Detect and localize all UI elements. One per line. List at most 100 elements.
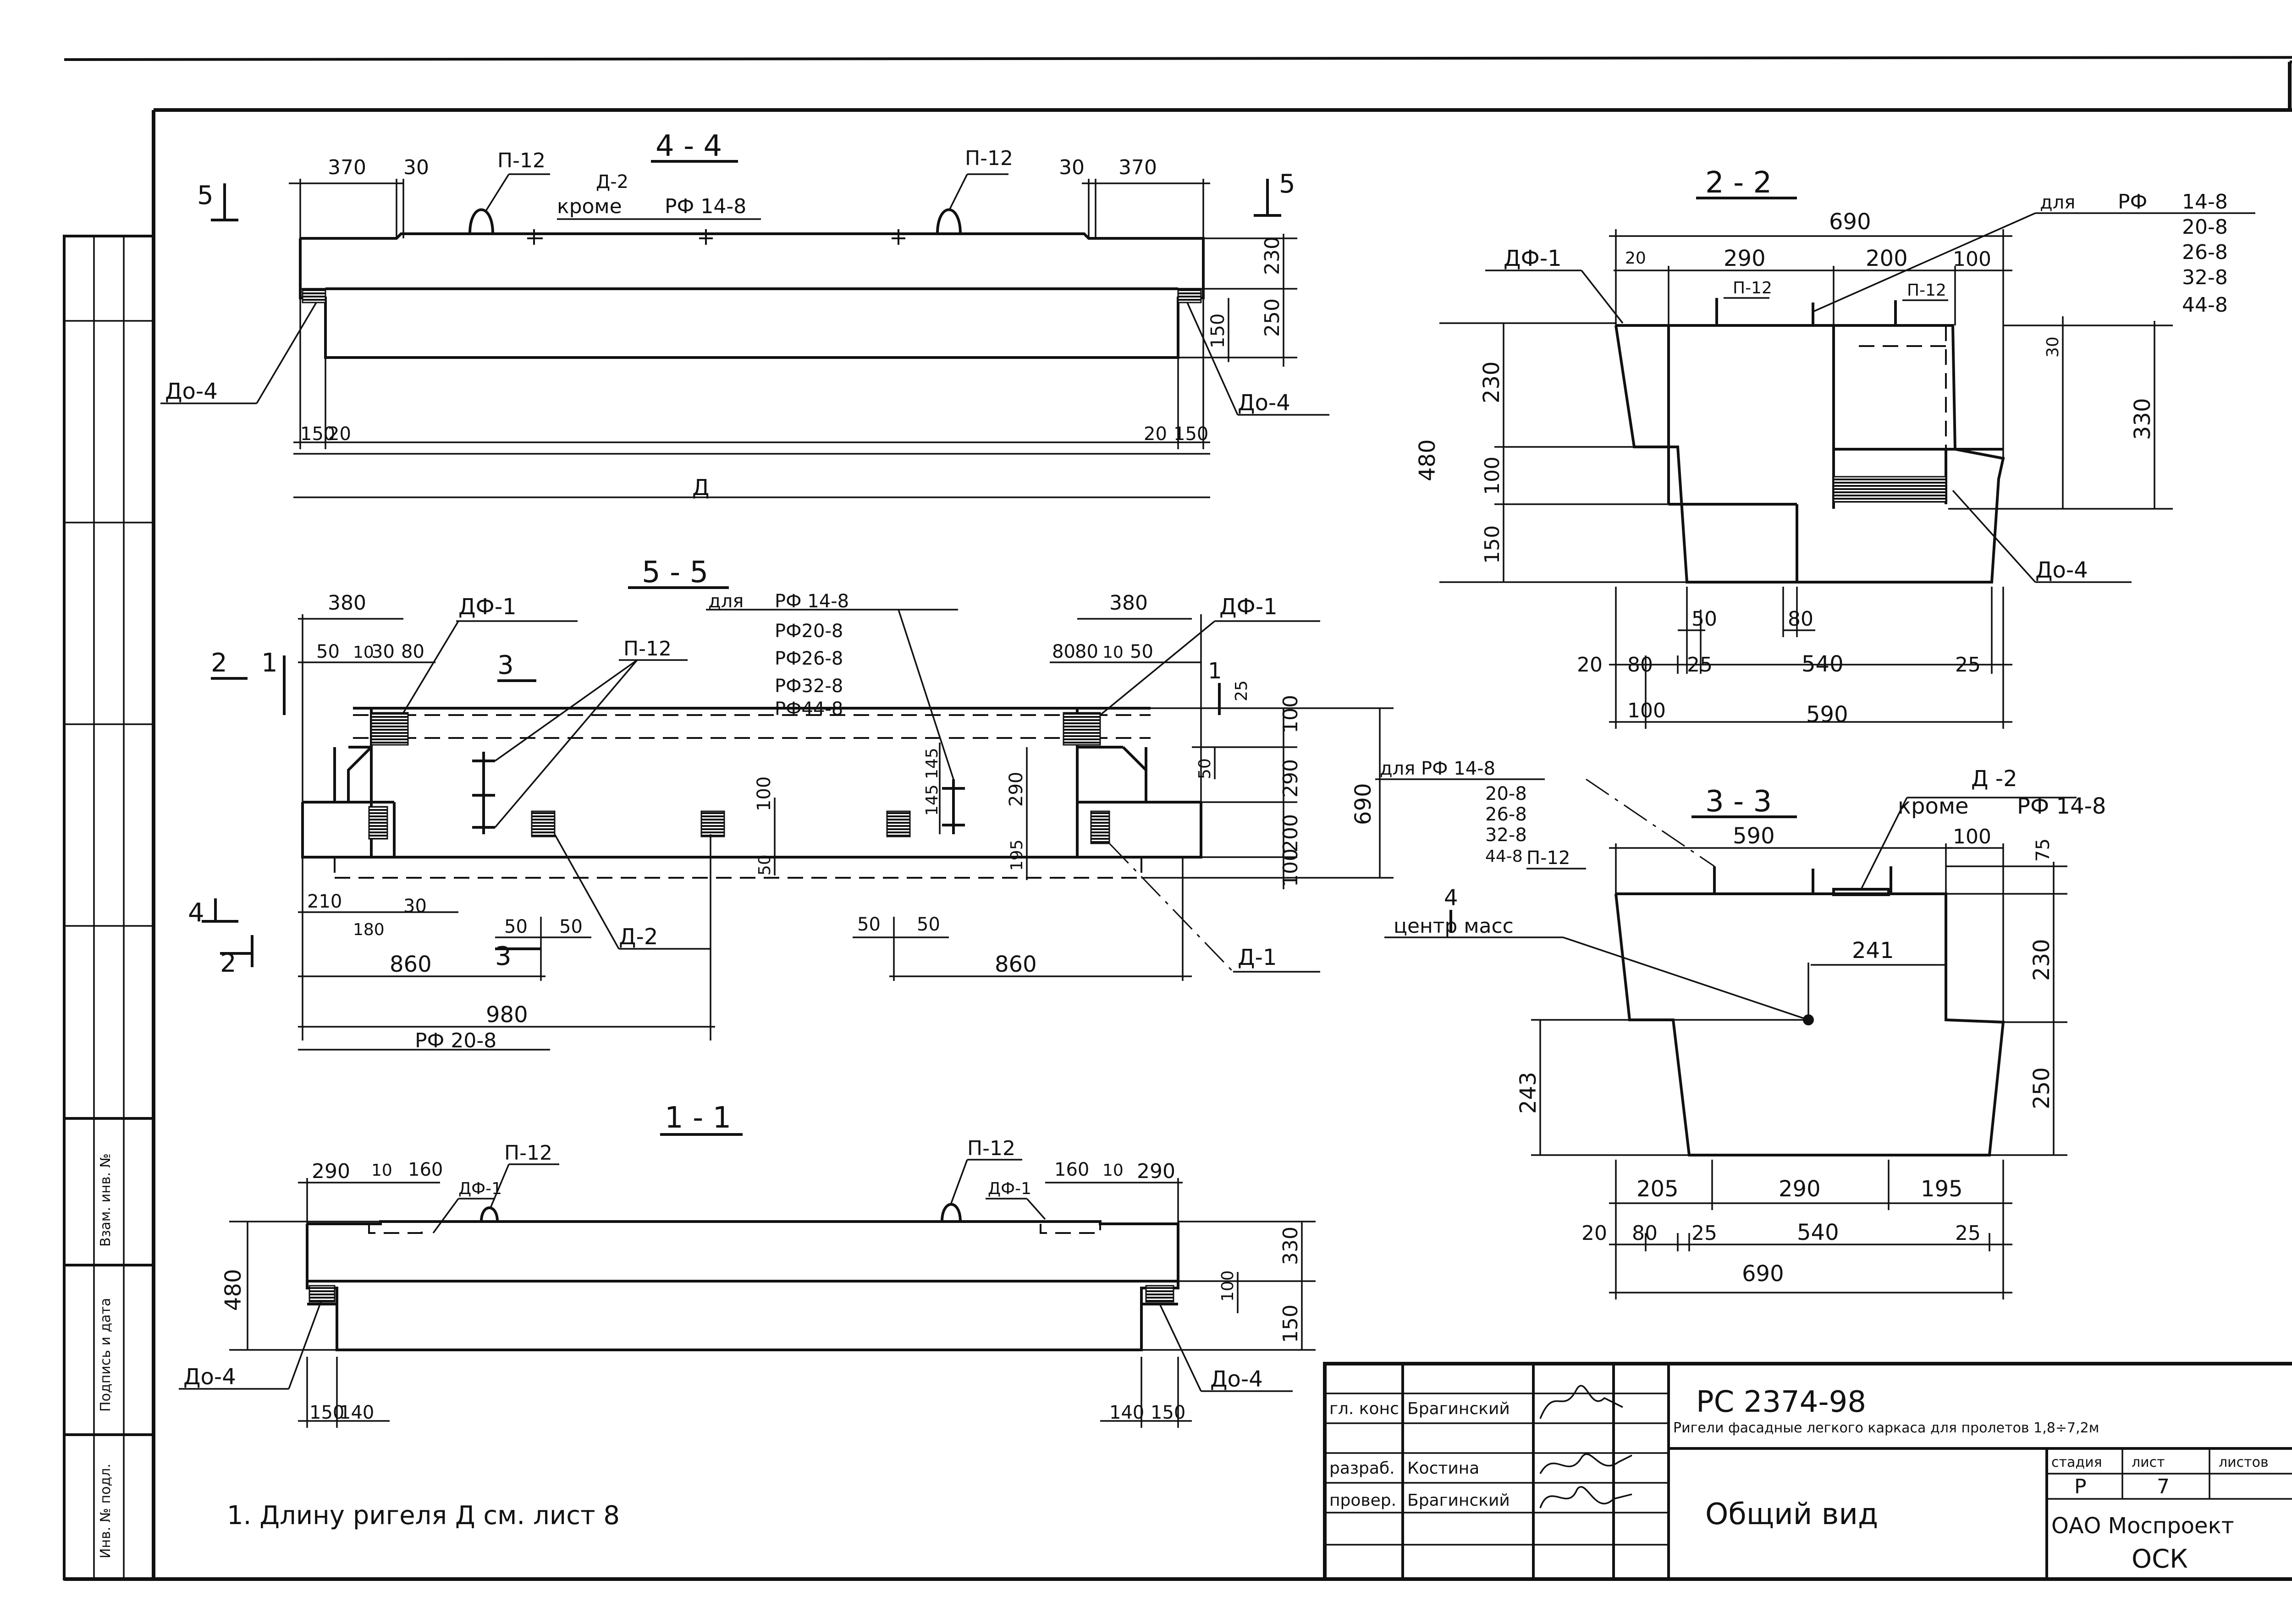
s44-krome: кроме [557,195,622,218]
s55-dim-50e: 50 [504,916,528,937]
s55-cut4: 4 [188,898,204,928]
signature-1 [1539,1385,1623,1419]
s33-rf448: 44-8 [1485,847,1523,866]
s22-dim-20: 20 [1625,249,1646,268]
s33-dim-690: 690 [1742,1261,1784,1287]
s33-dim-241: 241 [1852,938,1894,963]
s44-p12-left: П-12 [497,149,545,172]
tb-role-2: разраб. [1329,1459,1395,1478]
title-block: гл. конс Брагинский разраб. Костина пров… [1323,1362,2292,1581]
s11-dim-10a: 10 [371,1161,392,1180]
s55-dim-50c: 50 [1196,758,1214,779]
s22-rf268: 26-8 [2182,241,2228,264]
s22-dim-230: 230 [1479,361,1504,403]
s55-dim-50h: 50 [917,914,940,935]
s33-dim-230: 230 [2029,939,2055,981]
s55-dim-50b: 50 [1130,641,1153,662]
s33-dim-540: 540 [1797,1220,1839,1245]
s55-rf208: РФ20-8 [775,621,843,642]
s11-do4-left: До-4 [183,1364,236,1390]
s55-dim-30b: 30 [403,896,427,917]
s55-dim-50a: 50 [316,641,340,662]
s55-d2: Д-2 [619,924,658,950]
signature-2 [1539,1453,1632,1474]
tb-v-stage: Р [2074,1475,2087,1498]
s55-dim-860a: 860 [390,952,432,977]
s44-dim-150v: 150 [1207,314,1229,348]
s55-dim-210: 210 [307,891,342,912]
s33-dim-243: 243 [1515,1072,1541,1114]
s55-cut3: 3 [497,650,514,680]
s11-p12-left: П-12 [504,1141,552,1165]
s22-rf208: 20-8 [2182,215,2228,239]
s11-dim-140b: 140 [1109,1402,1144,1423]
s22-p12-left: П-12 [1733,279,1772,297]
section-2-2: 2 - 2 П-12 П-12 для РФ 14-8 20-8 26-8 32… [1415,166,2255,729]
s55-dim-100b: 100 [1279,848,1302,887]
s22-dim-80: 80 [1788,607,1813,631]
s44-dim-30b: 30 [1059,156,1085,179]
tb-org1: ОАО Моспроект [2051,1513,2234,1539]
s55-dim-50d: 50 [755,854,774,875]
s33-p12: П-12 [1526,848,1570,869]
s22-dim-290: 290 [1724,246,1766,271]
s55-dim-80c: 80 [1075,641,1098,662]
s33-dim-100: 100 [1953,825,1991,848]
s55-dim-145a: 145 [923,748,942,779]
s22-df1: ДФ-1 [1504,246,1562,271]
s33-rf208: 20-8 [1485,783,1527,804]
s11-dim-100: 100 [1218,1270,1237,1302]
s44-dim-370a: 370 [328,156,366,179]
s11-df1-left: ДФ-1 [458,1179,502,1198]
s33-dim-75: 75 [2033,838,2054,862]
s55-df1-left: ДФ-1 [458,594,517,620]
s55-dim-25: 25 [1232,680,1251,701]
s22-dim-590: 590 [1806,702,1848,727]
s55-rf208-caption: РФ 20-8 [415,1029,496,1052]
s44-dim-length: Д [692,475,710,501]
s33-dim-25a: 25 [1691,1222,1717,1245]
tb-name-2: Костина [1407,1459,1479,1478]
s22-dim-50: 50 [1691,607,1717,631]
s44-p12-right: П-12 [965,147,1013,170]
s55-dim-290b: 290 [1006,772,1027,807]
s11-dim-150a: 150 [309,1402,344,1423]
s44-dim-30a: 30 [403,156,429,179]
s55-rf328: РФ32-8 [775,676,843,697]
s44-rf148: РФ 14-8 [665,195,746,218]
s33-dim-250: 250 [2029,1067,2055,1109]
side-stamp: Инв. № подл. Подпись и дата Взам. инв. № [63,235,155,1580]
s55-dim-100: 100 [1279,695,1302,733]
s22-rf448: 44-8 [2182,293,2228,317]
s44-do4-left: До-4 [165,379,218,404]
section-3-3: 3 - 3 241 центр масс 4 Д -2 кроме РФ 14-… [1375,758,2106,1299]
s55-dlya: для [708,591,744,612]
s44-dim-150a: 150 [300,424,335,445]
s44-cut5-right: 5 [1279,169,1295,199]
s33-dim-80: 80 [1632,1222,1658,1245]
s33-krome: кроме [1898,793,1969,819]
s44-dim-20a: 20 [328,424,351,445]
tb-v-sheet: 7 [2157,1475,2170,1498]
s22-dim-100: 100 [1953,248,1991,271]
s11-p12-right: П-12 [967,1137,1015,1160]
section-1-1-title: 1 - 1 [665,1101,731,1135]
tb-sheet-title: Общий вид [1705,1497,1878,1531]
s11-dim-290b: 290 [1137,1160,1175,1183]
s33-dim-590: 590 [1733,823,1775,849]
s22-rf: РФ [2118,190,2147,214]
s55-cut1r: 1 [1208,658,1222,684]
tb-role-1: гл. конс [1329,1399,1399,1418]
s33-rf328: 32-8 [1485,825,1527,846]
s22-dim-200: 200 [1866,246,1908,271]
s55-cut3b: 3 [495,941,512,971]
s44-cut5-left: 5 [197,181,214,210]
s22-dim-540: 540 [1802,651,1844,677]
s55-cut1: 1 [261,648,278,678]
s55-dim-50f: 50 [559,916,583,937]
s55-dim-290: 290 [1279,759,1302,798]
s33-dim-20: 20 [1581,1222,1607,1245]
s22-p12-right: П-12 [1907,281,1946,300]
section-1-1: 1 - 1 П-12 П-12 ДФ-1 ДФ-1 290 10 160 [179,1101,1316,1428]
section-3-3-title: 3 - 3 [1705,785,1772,819]
